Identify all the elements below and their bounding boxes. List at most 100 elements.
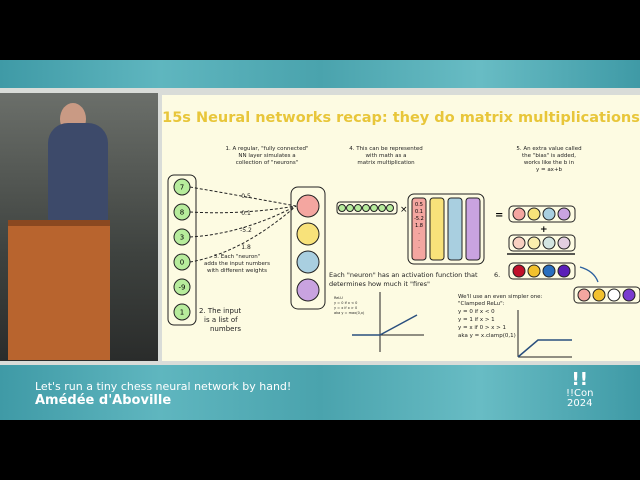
row-node bbox=[362, 204, 370, 212]
clamped-note: y = x if 0 > x > 1 bbox=[458, 325, 506, 331]
clamped-note: "Clamped ReLu": bbox=[458, 301, 505, 307]
matmul-result bbox=[508, 205, 576, 223]
relu-graph bbox=[352, 292, 424, 352]
weight-label: -5.2 bbox=[240, 227, 252, 234]
bias-vector bbox=[508, 234, 576, 252]
bias-vector-node bbox=[527, 236, 541, 250]
plus-sign: + bbox=[540, 225, 548, 235]
weight-arrow bbox=[189, 186, 297, 207]
top-banner bbox=[0, 60, 640, 88]
pre-activation-node bbox=[542, 264, 556, 278]
clamped-note: y = 1 if x > 1 bbox=[458, 317, 495, 323]
weight-label: 1.8 bbox=[241, 244, 251, 251]
note-3: with different weights bbox=[207, 268, 267, 274]
note-3: adds the input numbers bbox=[204, 261, 270, 267]
activated-output bbox=[573, 286, 640, 304]
clamped-relu-graph bbox=[517, 310, 572, 358]
relu-note: y = x if x > 0 bbox=[334, 306, 357, 310]
row-node bbox=[338, 204, 346, 212]
times-sign: × bbox=[400, 205, 408, 215]
activated-output-node bbox=[607, 288, 621, 302]
weight-arrow bbox=[189, 205, 297, 263]
clamped-note: y = 0 if x < 0 bbox=[458, 309, 495, 315]
matrix-column bbox=[465, 197, 481, 261]
note-6: Each "neuron" has an activation function… bbox=[329, 271, 478, 279]
matrix-column bbox=[411, 197, 427, 261]
neuron bbox=[296, 222, 320, 246]
input-value: 3 bbox=[180, 234, 184, 242]
row-node bbox=[346, 204, 354, 212]
weight-arrow bbox=[189, 205, 297, 214]
note-2: 2. The input bbox=[199, 307, 241, 315]
matmul-result-node bbox=[542, 207, 556, 221]
weight-label: 0.1 bbox=[241, 210, 251, 217]
relu-note: ReLU bbox=[334, 296, 343, 300]
relu-note: aka y = max(0,x) bbox=[334, 311, 365, 315]
matmul-result-node bbox=[557, 207, 571, 221]
arrow-icon bbox=[579, 266, 599, 283]
note-4: 4. This can be represented bbox=[349, 146, 423, 152]
note-1: 1. A regular, "fully connected" bbox=[225, 146, 308, 152]
note-5: 5. An extra value called bbox=[516, 146, 581, 152]
neuron-layer bbox=[290, 186, 326, 310]
matrix-value: . bbox=[418, 237, 420, 243]
note-6: determines how much it "fires" bbox=[329, 280, 430, 288]
note-4: matrix multiplication bbox=[357, 160, 415, 166]
bias-vector-node bbox=[512, 236, 526, 250]
pre-activation-node bbox=[557, 264, 571, 278]
note-4: with math as a bbox=[366, 153, 407, 159]
matrix-value: 0.1 bbox=[415, 209, 423, 215]
relu-note: y = 0 if x < 0 bbox=[334, 301, 357, 305]
matmul-result-node bbox=[527, 207, 541, 221]
speaker-body bbox=[48, 123, 108, 223]
conference-logo: !! !!Con 2024 bbox=[566, 371, 593, 409]
note-2: is a list of bbox=[204, 316, 238, 324]
note-5: the "bias" is added, bbox=[522, 153, 576, 159]
slide-diagram: 15s Neural networks recap: they do matri… bbox=[162, 110, 640, 358]
note-5: works like the b in bbox=[524, 160, 575, 166]
logo-year: 2024 bbox=[567, 398, 593, 409]
slide: 15s Neural networks recap: they do matri… bbox=[162, 95, 640, 361]
neuron bbox=[296, 194, 320, 218]
clamped-note: aka y = x.clamp(0,1) bbox=[458, 333, 516, 339]
speaker-name: Amédée d'Aboville bbox=[35, 393, 172, 408]
note-1: NN layer simulates a bbox=[238, 153, 295, 159]
activated-output-node bbox=[577, 288, 591, 302]
note-1: collection of "neurons" bbox=[236, 160, 298, 166]
logo-text: !!Con bbox=[566, 388, 594, 399]
podium bbox=[8, 220, 110, 360]
input-row-vector bbox=[336, 201, 398, 215]
input-value: -9 bbox=[179, 284, 186, 292]
weight-matrix bbox=[407, 193, 485, 265]
talk-title: Let's run a tiny chess neural network by… bbox=[35, 380, 292, 393]
matrix-column bbox=[429, 197, 445, 261]
matrix-column bbox=[447, 197, 463, 261]
input-node bbox=[173, 278, 191, 296]
matrix-value: . bbox=[418, 230, 420, 236]
matrix-value: 0.5 bbox=[415, 202, 423, 208]
note-2: numbers bbox=[210, 325, 241, 333]
bias-vector-node bbox=[557, 236, 571, 250]
input-value: 0 bbox=[180, 259, 184, 267]
pre-activation-node bbox=[512, 264, 526, 278]
clamped-note: We'll use an even simpler one: bbox=[458, 294, 543, 300]
weight-arrow bbox=[189, 205, 297, 238]
matrix-value: -5.2 bbox=[414, 216, 424, 222]
matmul-result-node bbox=[512, 207, 526, 221]
matrix-value: 1.8 bbox=[415, 223, 423, 229]
activated-output-node bbox=[592, 288, 606, 302]
matrix-value: . bbox=[418, 244, 420, 250]
input-value: 1 bbox=[180, 309, 184, 317]
bottom-banner: Let's run a tiny chess neural network by… bbox=[0, 365, 640, 420]
input-node bbox=[173, 303, 191, 321]
input-vector bbox=[167, 174, 197, 326]
input-value: 8 bbox=[180, 209, 184, 217]
note-5: y = ax+b bbox=[536, 167, 563, 173]
equals-sign: = bbox=[495, 210, 503, 221]
neuron bbox=[296, 250, 320, 274]
weight-label: 0.5 bbox=[241, 193, 251, 200]
neuron bbox=[296, 278, 320, 302]
row-node bbox=[378, 204, 386, 212]
pre-activation bbox=[508, 262, 576, 280]
activated-output-node bbox=[622, 288, 636, 302]
